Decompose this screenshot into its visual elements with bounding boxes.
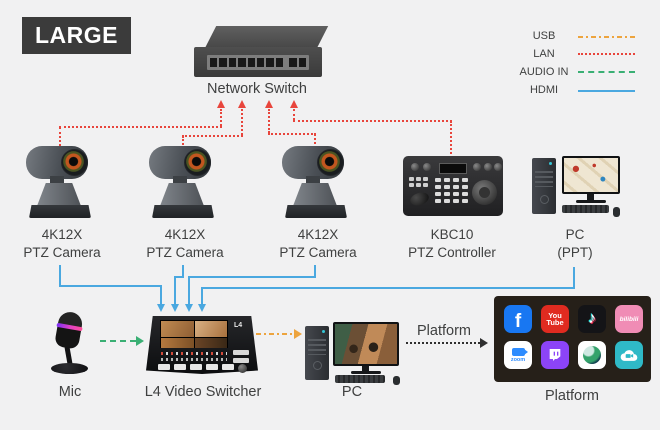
legend-label-lan: LAN [533,48,555,60]
hdmi-arrow-2 [171,304,179,312]
ptz-camera-3-image [280,146,356,218]
mic-led-ring [56,322,83,332]
size-badge: LARGE [22,17,131,54]
controller-joystick [408,190,431,208]
mic-label: Mic [58,384,82,400]
streaming-pc-label: PC [341,384,363,400]
facebook-icon: f [504,305,532,333]
video-switcher-image: L4 [146,314,258,376]
platform-label: Platform [545,388,599,404]
platform-flow-label: Platform [417,323,471,339]
hdmi-arrow-1 [157,304,165,312]
usb-arrow [294,329,302,339]
network-switch-image [194,26,329,78]
streaming-pc-image [303,322,403,385]
zoom-icon: zoom [504,341,532,369]
platform-flow-line [406,342,480,344]
switcher-logo: L4 [234,322,243,329]
camera-3-label: 4K12X PTZ Camera [279,227,357,261]
legend-label-hdmi: HDMI [529,84,559,96]
hdmi-arrow-4 [198,304,206,312]
legend-line-lan [578,53,635,55]
ptz-camera-1-image [24,146,100,218]
twitch-icon [541,341,569,369]
platform-flow-arrow [480,338,488,348]
controller-label: KBC10 PTZ Controller [408,227,496,261]
camera-lens-icon [317,149,344,176]
legend-label-usb: USB [532,30,556,42]
audio-in-line [100,340,136,342]
camera-lens-icon [61,149,88,176]
lan-arrow-1 [217,100,225,108]
switcher-multiview-screen [160,320,228,348]
camera-1-label: 4K12X PTZ Camera [23,227,101,261]
pc-ppt-image [532,156,622,220]
legend-line-audio-in [578,71,635,73]
webex-icon [578,341,606,369]
ethernet-ports [207,55,309,70]
ptz-camera-2-image [147,146,223,218]
lan-arrow-4 [290,100,298,108]
network-switch-label: Network Switch [207,81,307,97]
microphone-image [44,310,94,376]
camera-lens-icon [184,149,211,176]
usb-line [256,333,294,335]
tiktok-icon: ♪ [578,305,606,333]
lan-arrow-2 [238,100,246,108]
cloud-video-icon [615,341,643,369]
video-switcher-label: L4 Video Switcher [144,384,262,400]
lan-arrow-3 [265,100,273,108]
controller-display [439,163,467,174]
hdmi-arrow-3 [185,304,193,312]
legend-line-hdmi [578,90,635,92]
ptz-controller-image [403,156,503,216]
controller-jog-dial [472,180,497,205]
camera-2-label: 4K12X PTZ Camera [146,227,224,261]
switcher-joystick [238,364,247,373]
audio-in-arrow [136,336,144,346]
pc-ppt-label: PC (PPT) [557,227,593,261]
legend-line-usb [578,36,635,38]
bilibili-icon: bilibili [615,305,643,333]
legend-label-audio-in: AUDIO IN [519,66,569,78]
